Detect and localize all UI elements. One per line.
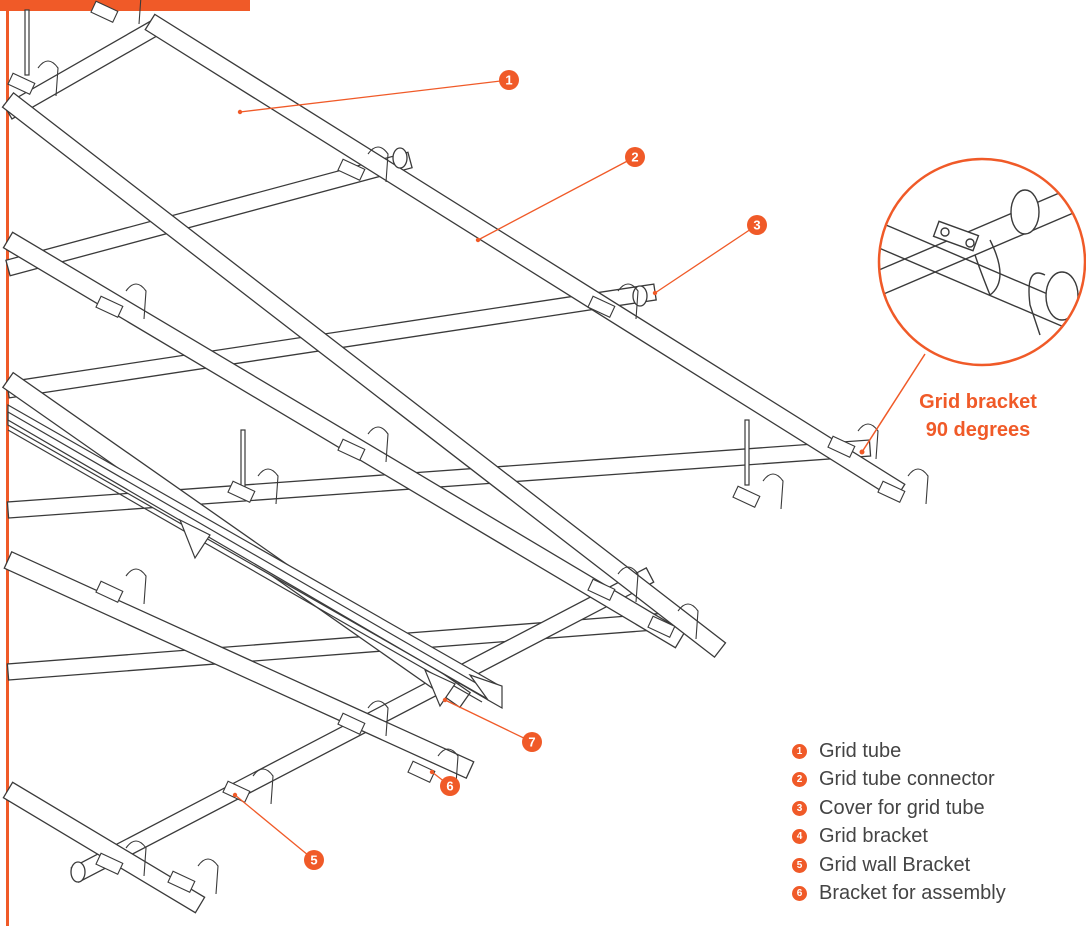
callout-number: 3	[753, 218, 760, 233]
bracket-clip	[37, 60, 59, 97]
bracket-clip	[257, 468, 279, 505]
callouts: 1 2 3 5 6 7	[232, 70, 767, 870]
legend-item: 1 Grid tube	[792, 737, 1082, 766]
callout-number: 1	[505, 73, 512, 88]
callout-leader-line	[234, 794, 315, 861]
bracket-clip	[617, 566, 639, 603]
grid-brackets	[7, 0, 929, 895]
callout-anchor-dot	[652, 290, 658, 296]
legend-number-badge: 1	[792, 743, 807, 759]
tube-end-cap	[70, 861, 86, 883]
hanger-rods	[24, 9, 750, 496]
grid-bracket	[95, 295, 124, 318]
grid-bracket	[407, 760, 436, 783]
callout-badge	[304, 850, 324, 870]
channel-profile	[7, 403, 503, 710]
callout-anchor-dot	[232, 792, 238, 798]
zoom-caption-line1: Grid bracket	[919, 391, 1037, 413]
legend-label: Grid wall Bracket	[819, 853, 971, 876]
callout-leader-line	[444, 699, 533, 743]
grid-bracket	[95, 580, 124, 603]
bracket-clip	[125, 283, 147, 320]
grid-bracket	[337, 438, 366, 461]
grid-bracket	[95, 852, 124, 875]
legend-number-badge: 5	[792, 857, 807, 873]
long-grid-tube	[1, 91, 727, 659]
callout-badge	[440, 776, 460, 796]
cross-grid-tube	[5, 151, 413, 277]
legend-number-badge: 6	[792, 886, 807, 902]
callout-number: 2	[631, 150, 638, 165]
legend-item: 4 Grid bracket	[792, 823, 1082, 852]
bracket-clip	[367, 700, 389, 737]
callout-anchor-dot	[237, 109, 243, 115]
legend-item: 3 Cover for grid tube	[792, 794, 1082, 823]
callout-anchor-dot	[429, 769, 435, 775]
bracket-clip	[367, 426, 389, 463]
bracket-clip	[907, 468, 929, 505]
bracket-clip	[197, 858, 219, 895]
zoom-caption-line2: 90 degrees	[925, 419, 1031, 441]
parts-legend: 1 Grid tube 2 Grid tube connector 3 Cove…	[792, 737, 1082, 908]
grid-bracket	[732, 485, 761, 508]
grid-bracket	[337, 712, 366, 735]
callout-number: 6	[446, 779, 453, 794]
long-grid-tube	[2, 781, 206, 914]
grid-bracket	[227, 480, 256, 503]
bracket-clip	[252, 768, 274, 805]
legend-item: 2 Grid tube connector	[792, 766, 1082, 795]
legend-item: 5 Grid wall Bracket	[792, 851, 1082, 880]
grid-bracket	[337, 158, 366, 181]
bracket-clip	[437, 748, 459, 785]
legend-number-badge: 2	[792, 772, 807, 788]
orange-left-edge	[6, 0, 9, 926]
legend-number-badge: 3	[792, 800, 807, 816]
bracket-clip	[125, 568, 147, 605]
bracket-clip	[762, 473, 784, 510]
hanger-rod	[744, 419, 750, 486]
grid-bracket	[647, 615, 676, 638]
grid-bracket	[587, 295, 616, 318]
callout-number: 5	[310, 853, 317, 868]
callout-anchor-dot	[475, 237, 481, 243]
tube-end-cap	[632, 285, 648, 307]
callout-number: 7	[528, 735, 535, 750]
grid-bracket	[7, 72, 36, 95]
hanger-rod	[24, 9, 30, 76]
legend-label: Grid tube	[819, 739, 902, 762]
grid-bracket	[167, 870, 196, 893]
legend-label: Grid tube connector	[819, 768, 995, 791]
callout-leader-line	[654, 224, 758, 294]
grid-bracket	[90, 0, 119, 23]
legend-label: Grid bracket	[819, 825, 928, 848]
zoom-detail-grid-bracket-90	[859, 157, 1086, 455]
callout-leader-line	[477, 156, 636, 241]
long-grid-tube	[144, 13, 906, 501]
callout-badge	[747, 215, 767, 235]
legend-number-badge: 4	[792, 829, 807, 845]
callout-leader-line	[239, 79, 510, 113]
bracket-clip	[125, 840, 147, 877]
grid-bracket	[222, 780, 251, 803]
bracket-clip	[857, 423, 879, 460]
callout-badge	[499, 70, 519, 90]
orange-header-bar	[0, 0, 250, 11]
bracket-clip	[617, 283, 639, 320]
grid-bracket	[587, 578, 616, 601]
callout-anchor-dot	[442, 697, 448, 703]
grid-bracket	[827, 435, 856, 458]
legend-item: 6 Bracket for assembly	[792, 880, 1082, 909]
legend-label: Bracket for assembly	[819, 882, 1006, 905]
zoom-caption: Grid bracket 90 degrees	[890, 388, 1066, 444]
callout-badge	[625, 147, 645, 167]
legend-label: Cover for grid tube	[819, 796, 985, 819]
tube-end-cap	[392, 147, 408, 169]
callout-badge	[522, 732, 542, 752]
grid-bracket	[877, 480, 906, 503]
bracket-clip	[677, 603, 699, 640]
bracket-clip	[367, 146, 389, 183]
